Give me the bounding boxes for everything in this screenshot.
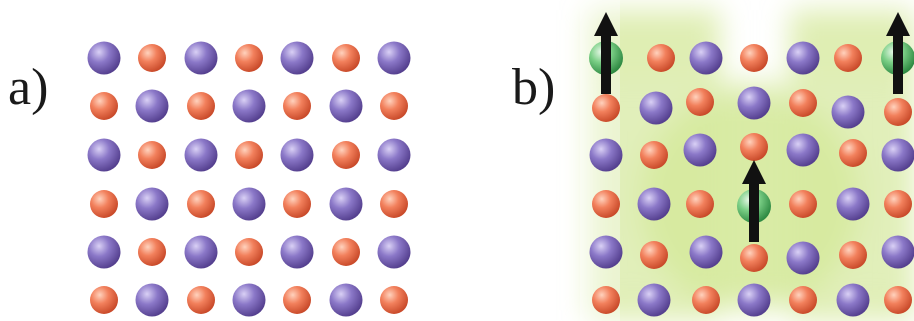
- up-arrow-icon: [886, 12, 910, 94]
- purple-ion-icon: [87, 235, 121, 269]
- red-ion-icon: [283, 190, 311, 218]
- purple-ion-icon: [786, 41, 820, 75]
- purple-ion-icon: [184, 41, 218, 75]
- purple-ion-icon: [87, 138, 121, 172]
- up-arrow-icon: [594, 12, 618, 94]
- red-ion-icon: [592, 94, 620, 122]
- purple-ion-icon: [135, 283, 169, 317]
- red-ion-icon: [789, 89, 817, 117]
- red-ion-icon: [789, 286, 817, 314]
- red-ion-icon: [640, 241, 668, 269]
- red-ion-icon: [332, 238, 360, 266]
- red-ion-icon: [283, 92, 311, 120]
- purple-ion-icon: [280, 235, 314, 269]
- purple-ion-icon: [836, 187, 870, 221]
- purple-ion-icon: [831, 95, 865, 129]
- purple-ion-icon: [639, 91, 673, 125]
- red-ion-icon: [740, 133, 768, 161]
- purple-ion-icon: [377, 235, 411, 269]
- red-ion-icon: [380, 92, 408, 120]
- red-ion-icon: [647, 44, 675, 72]
- purple-ion-icon: [184, 138, 218, 172]
- purple-ion-icon: [377, 138, 411, 172]
- red-ion-icon: [592, 286, 620, 314]
- red-ion-icon: [789, 190, 817, 218]
- red-ion-icon: [839, 241, 867, 269]
- red-ion-icon: [692, 286, 720, 314]
- purple-ion-icon: [589, 138, 623, 172]
- red-ion-icon: [332, 44, 360, 72]
- red-ion-icon: [90, 286, 118, 314]
- panel-a-label: a): [8, 59, 48, 116]
- red-ion-icon: [740, 44, 768, 72]
- purple-ion-icon: [637, 187, 671, 221]
- purple-ion-icon: [135, 187, 169, 221]
- red-ion-icon: [90, 190, 118, 218]
- purple-ion-icon: [836, 283, 870, 317]
- purple-ion-icon: [737, 283, 771, 317]
- red-ion-icon: [187, 286, 215, 314]
- purple-ion-icon: [881, 138, 914, 172]
- purple-ion-icon: [637, 283, 671, 317]
- panel-a-lattice: [87, 41, 411, 317]
- purple-ion-icon: [786, 133, 820, 167]
- purple-ion-icon: [232, 283, 266, 317]
- purple-ion-icon: [329, 187, 363, 221]
- purple-ion-icon: [683, 133, 717, 167]
- purple-ion-icon: [737, 86, 771, 120]
- red-ion-icon: [138, 44, 166, 72]
- red-ion-icon: [138, 238, 166, 266]
- red-ion-icon: [283, 286, 311, 314]
- purple-ion-icon: [377, 41, 411, 75]
- purple-ion-icon: [232, 187, 266, 221]
- purple-ion-icon: [135, 89, 169, 123]
- purple-ion-icon: [881, 235, 914, 269]
- purple-ion-icon: [329, 89, 363, 123]
- red-ion-icon: [834, 44, 862, 72]
- purple-ion-icon: [329, 283, 363, 317]
- purple-ion-icon: [689, 235, 723, 269]
- panel-b-polarons: [589, 12, 914, 242]
- panel-b-label: b): [512, 59, 555, 116]
- purple-ion-icon: [87, 41, 121, 75]
- red-ion-icon: [332, 141, 360, 169]
- purple-ion-icon: [280, 138, 314, 172]
- red-ion-icon: [592, 190, 620, 218]
- red-ion-icon: [884, 286, 912, 314]
- red-ion-icon: [235, 141, 263, 169]
- red-ion-icon: [187, 190, 215, 218]
- panel-b-lattice: [589, 41, 914, 317]
- red-ion-icon: [138, 141, 166, 169]
- red-ion-icon: [686, 190, 714, 218]
- red-ion-icon: [235, 44, 263, 72]
- red-ion-icon: [380, 286, 408, 314]
- purple-ion-icon: [589, 235, 623, 269]
- red-ion-icon: [380, 190, 408, 218]
- purple-ion-icon: [232, 89, 266, 123]
- purple-ion-icon: [786, 241, 820, 275]
- up-arrow-icon: [742, 160, 766, 242]
- red-ion-icon: [884, 98, 912, 126]
- red-ion-icon: [884, 190, 912, 218]
- purple-ion-icon: [689, 41, 723, 75]
- red-ion-icon: [235, 238, 263, 266]
- purple-ion-icon: [184, 235, 218, 269]
- red-ion-icon: [90, 92, 118, 120]
- red-ion-icon: [686, 88, 714, 116]
- red-ion-icon: [640, 141, 668, 169]
- red-ion-icon: [187, 92, 215, 120]
- red-ion-icon: [740, 244, 768, 272]
- red-ion-icon: [839, 139, 867, 167]
- purple-ion-icon: [280, 41, 314, 75]
